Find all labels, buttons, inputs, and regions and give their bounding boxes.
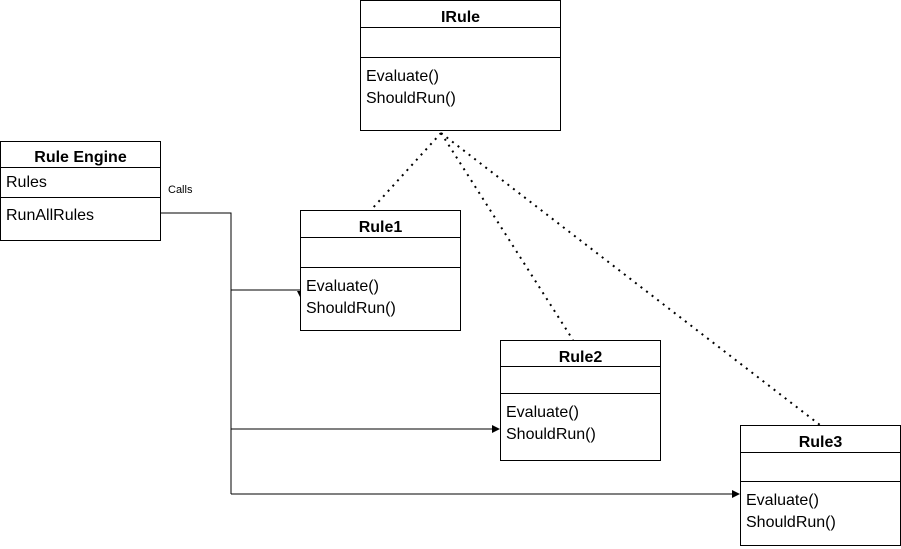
method-shouldrun: ShouldRun(): [366, 90, 456, 107]
class-irule[interactable]: IRule Evaluate() ShouldRun(): [360, 0, 561, 131]
method-evaluate: Evaluate(): [366, 68, 439, 85]
realization-line-rule1: [370, 132, 442, 211]
method-evaluate: Evaluate(): [506, 404, 579, 421]
class-rule3-attributes: [741, 453, 900, 482]
class-rule3-methods: Evaluate() ShouldRun(): [741, 482, 900, 534]
method-runallrules: RunAllRules: [6, 207, 95, 224]
class-rule-engine-methods: RunAllRules: [1, 198, 160, 227]
edge-label-calls: Calls: [168, 184, 193, 196]
class-rule-engine-attributes: Rules: [1, 168, 160, 198]
class-rule3[interactable]: Rule3 Evaluate() ShouldRun(): [740, 425, 901, 546]
class-rule2-methods: Evaluate() ShouldRun(): [501, 394, 660, 446]
method-evaluate: Evaluate(): [306, 278, 379, 295]
calls-arrow-rule1: [231, 289, 305, 299]
class-rule2-name: Rule2: [501, 341, 660, 367]
calls-connector-trunk: [160, 212, 232, 494]
method-shouldrun: ShouldRun(): [506, 426, 596, 443]
class-rule1-methods: Evaluate() ShouldRun(): [301, 268, 460, 320]
class-rule3-name: Rule3: [741, 426, 900, 453]
class-rule1-name: Rule1: [301, 211, 460, 238]
method-shouldrun: ShouldRun(): [306, 300, 396, 317]
class-irule-methods: Evaluate() ShouldRun(): [361, 58, 560, 110]
class-rule1[interactable]: Rule1 Evaluate() ShouldRun(): [300, 210, 461, 331]
class-irule-name: IRule: [361, 1, 560, 28]
class-rule-engine-name: Rule Engine: [1, 142, 160, 168]
class-rule2-attributes: [501, 367, 660, 394]
class-irule-attributes: [361, 28, 560, 58]
class-rule1-attributes: [301, 238, 460, 268]
class-rule-engine[interactable]: Rule Engine Rules RunAllRules: [0, 141, 161, 241]
method-evaluate: Evaluate(): [746, 492, 819, 509]
class-rule2[interactable]: Rule2 Evaluate() ShouldRun(): [500, 340, 661, 461]
realization-line-rule3: [440, 132, 821, 426]
method-shouldrun: ShouldRun(): [746, 514, 836, 531]
realization-line-rule2: [440, 132, 574, 341]
